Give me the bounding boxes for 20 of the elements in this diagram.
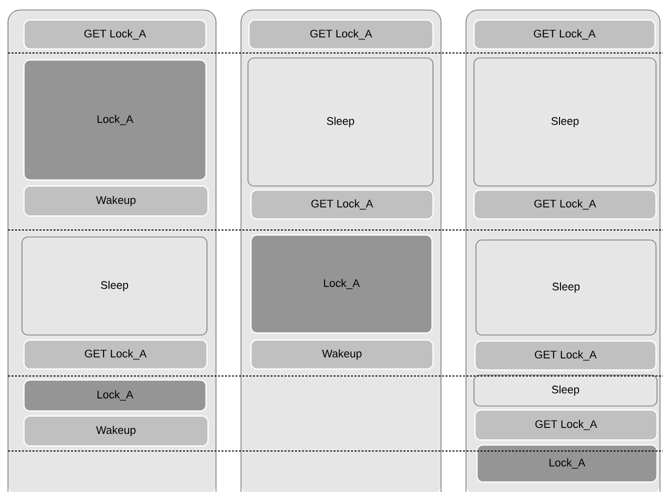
timeline-box: GET Lock_A xyxy=(473,189,657,220)
timeline-box: GET Lock_A xyxy=(248,19,434,50)
lock-box: Lock_A xyxy=(476,444,658,483)
lock-box: Lock_A xyxy=(250,234,433,334)
timeline-box: GET Lock_A xyxy=(23,19,207,50)
lock-box: Lock_A xyxy=(23,59,207,181)
timeline-box: Wakeup xyxy=(250,339,434,370)
sleep-box: Sleep xyxy=(248,58,434,186)
sleep-box: Sleep xyxy=(22,236,208,336)
sleep-box: Sleep xyxy=(474,58,656,186)
sleep-box: Sleep xyxy=(476,240,656,336)
timeline-box: Wakeup xyxy=(23,185,209,217)
timeline-box: GET Lock_A xyxy=(473,19,656,50)
timeline-box: GET Lock_A xyxy=(474,340,657,371)
timeline-box: GET Lock_A xyxy=(23,339,208,370)
lock-box: Lock_A xyxy=(23,379,207,412)
timeline-box: Wakeup xyxy=(23,415,209,447)
timeline-box: GET Lock_A xyxy=(250,189,434,220)
sleep-box: Sleep xyxy=(474,374,658,406)
timeline-box: GET Lock_A xyxy=(474,409,658,441)
